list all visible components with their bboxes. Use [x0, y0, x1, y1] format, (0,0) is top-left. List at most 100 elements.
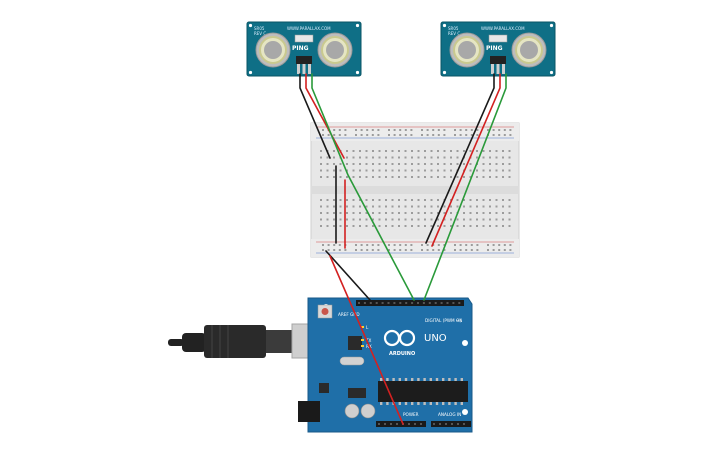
breadboard-hole[interactable]: [443, 163, 446, 165]
rail-hole[interactable]: [498, 129, 501, 131]
rail-hole[interactable]: [371, 249, 374, 251]
rail-hole[interactable]: [476, 244, 479, 246]
rail-hole[interactable]: [492, 244, 495, 246]
breadboard-hole[interactable]: [352, 176, 355, 178]
rail-hole[interactable]: [492, 129, 495, 131]
breadboard-hole[interactable]: [411, 150, 413, 152]
rail-hole[interactable]: [437, 129, 440, 131]
breadboard-hole[interactable]: [456, 176, 459, 178]
rail-hole[interactable]: [399, 244, 402, 246]
rail-hole[interactable]: [465, 134, 468, 136]
rail-hole[interactable]: [377, 244, 380, 246]
breadboard-hole[interactable]: [372, 218, 374, 221]
rail-hole[interactable]: [410, 134, 413, 136]
rail-hole[interactable]: [476, 134, 479, 136]
breadboard-hole[interactable]: [456, 156, 459, 159]
breadboard-hole[interactable]: [372, 150, 374, 152]
breadboard-hole[interactable]: [391, 156, 394, 159]
breadboard-hole[interactable]: [333, 150, 335, 152]
breadboard-hole[interactable]: [430, 163, 433, 165]
header-pin[interactable]: [451, 423, 453, 425]
breadboard-hole[interactable]: [391, 199, 394, 201]
breadboard-hole[interactable]: [489, 156, 491, 159]
wire-black[interactable]: [325, 250, 371, 301]
breadboard-hole[interactable]: [326, 169, 329, 172]
breadboard-hole[interactable]: [476, 169, 478, 172]
breadboard-hole[interactable]: [495, 169, 498, 172]
breadboard-hole[interactable]: [411, 218, 413, 221]
rail-hole[interactable]: [366, 244, 369, 246]
breadboard-hole[interactable]: [469, 212, 472, 214]
rail-hole[interactable]: [338, 244, 341, 246]
rail-hole[interactable]: [509, 244, 512, 246]
breadboard-hole[interactable]: [508, 156, 511, 159]
breadboard-hole[interactable]: [359, 176, 361, 178]
breadboard-hole[interactable]: [450, 163, 452, 165]
breadboard-hole[interactable]: [437, 169, 439, 172]
header-pin[interactable]: [399, 302, 402, 304]
breadboard-hole[interactable]: [450, 150, 452, 152]
wire-red[interactable]: [431, 73, 501, 247]
breadboard-hole[interactable]: [482, 176, 485, 178]
breadboard-hole[interactable]: [372, 199, 374, 201]
breadboard-hole[interactable]: [372, 163, 374, 165]
rail-hole[interactable]: [487, 244, 489, 246]
breadboard-hole[interactable]: [404, 150, 407, 152]
breadboard-hole[interactable]: [476, 225, 478, 227]
rail-hole[interactable]: [410, 249, 413, 251]
breadboard-hole[interactable]: [404, 199, 407, 201]
rail-hole[interactable]: [470, 249, 473, 251]
breadboard-hole[interactable]: [417, 218, 420, 221]
breadboard-hole[interactable]: [346, 150, 348, 152]
breadboard-hole[interactable]: [411, 156, 413, 159]
breadboard-hole[interactable]: [417, 150, 420, 152]
breadboard-hole[interactable]: [411, 199, 413, 201]
breadboard-hole[interactable]: [378, 205, 381, 208]
breadboard-hole[interactable]: [502, 176, 504, 178]
breadboard-hole[interactable]: [476, 218, 478, 221]
breadboard-hole[interactable]: [437, 176, 439, 178]
breadboard-hole[interactable]: [430, 205, 433, 208]
breadboard-hole[interactable]: [463, 212, 465, 214]
rail-hole[interactable]: [421, 134, 423, 136]
rail-hole[interactable]: [432, 249, 435, 251]
breadboard-hole[interactable]: [430, 150, 433, 152]
breadboard-hole[interactable]: [359, 150, 361, 152]
rail-hole[interactable]: [355, 249, 357, 251]
breadboard-hole[interactable]: [333, 225, 335, 227]
breadboard-hole[interactable]: [404, 212, 407, 214]
header-pin[interactable]: [458, 302, 461, 304]
rail-hole[interactable]: [388, 244, 390, 246]
breadboard-hole[interactable]: [430, 156, 433, 159]
breadboard-hole[interactable]: [430, 169, 433, 172]
rail-hole[interactable]: [393, 134, 396, 136]
breadboard-hole[interactable]: [424, 156, 426, 159]
breadboard-hole[interactable]: [326, 205, 329, 208]
rail-hole[interactable]: [437, 244, 440, 246]
rail-hole[interactable]: [371, 134, 374, 136]
rail-hole[interactable]: [503, 129, 506, 131]
header-pin[interactable]: [381, 302, 384, 304]
rail-hole[interactable]: [399, 134, 402, 136]
rail-hole[interactable]: [443, 249, 446, 251]
breadboard-hole[interactable]: [398, 156, 400, 159]
breadboard-hole[interactable]: [385, 218, 387, 221]
breadboard-hole[interactable]: [430, 225, 433, 227]
breadboard-hole[interactable]: [359, 169, 361, 172]
rail-hole[interactable]: [327, 134, 330, 136]
rail-hole[interactable]: [476, 249, 479, 251]
wire-black[interactable]: [299, 73, 331, 159]
header-pin[interactable]: [411, 302, 414, 304]
rail-hole[interactable]: [454, 129, 456, 131]
breadboard-hole[interactable]: [365, 205, 368, 208]
breadboard-hole[interactable]: [443, 150, 446, 152]
rail-hole[interactable]: [404, 244, 407, 246]
breadboard-hole[interactable]: [391, 176, 394, 178]
breadboard-hole[interactable]: [424, 212, 426, 214]
breadboard-hole[interactable]: [495, 218, 498, 221]
rail-hole[interactable]: [344, 129, 347, 131]
breadboard-hole[interactable]: [359, 218, 361, 221]
rail-hole[interactable]: [404, 129, 407, 131]
breadboard-hole[interactable]: [391, 212, 394, 214]
breadboard-hole[interactable]: [326, 212, 329, 214]
